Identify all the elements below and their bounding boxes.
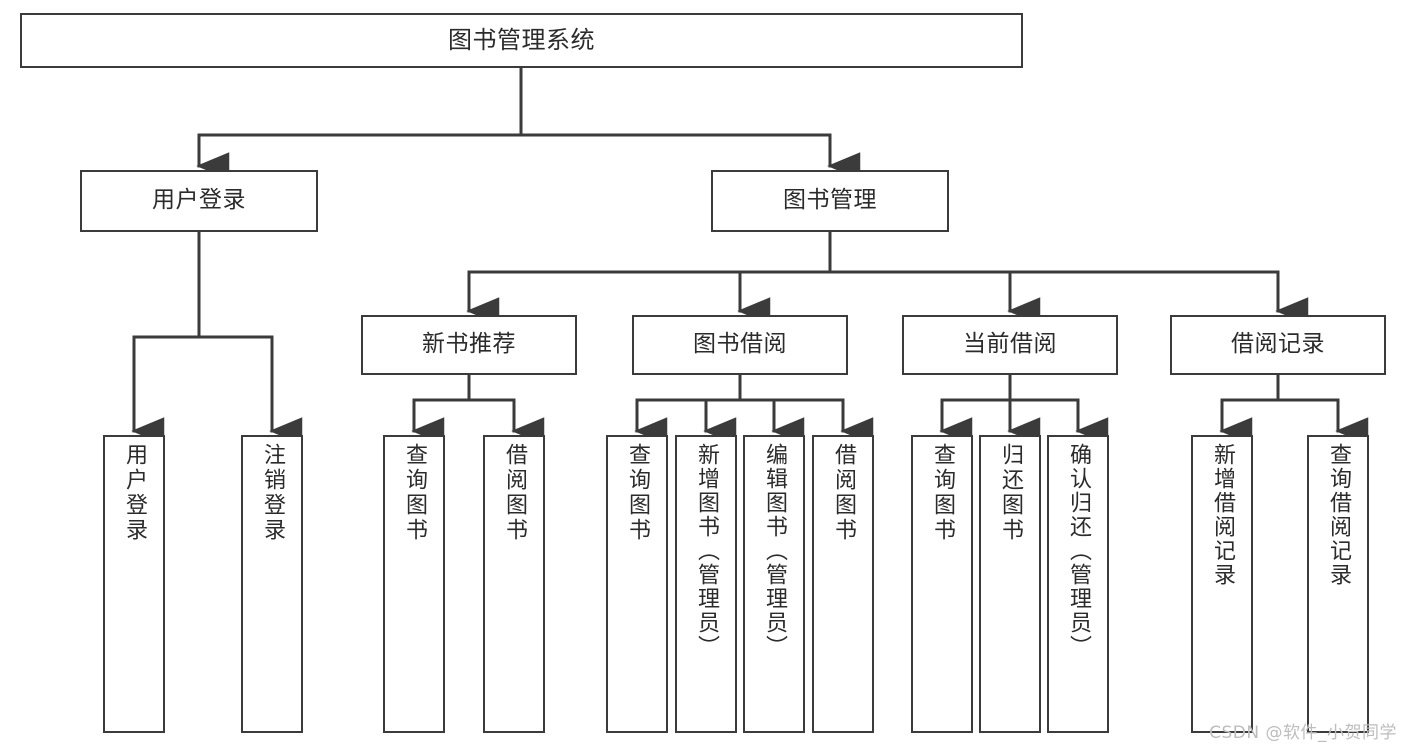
node-label: 借阅图书 [831, 443, 856, 543]
node-label: 查询图书 [930, 443, 955, 543]
leaf-record-query-borrow-record[interactable]: 查询借阅记录 [1307, 435, 1369, 733]
node-label: 查询图书 [402, 443, 427, 543]
node-label: 图书管理 [783, 187, 877, 214]
leaf-new-book-query[interactable]: 查询图书 [383, 435, 445, 733]
node-label: 新增借阅记录 [1210, 443, 1235, 587]
node-book-management[interactable]: 图书管理 [711, 170, 949, 232]
leaf-new-book-borrow[interactable]: 借阅图书 [483, 435, 545, 733]
node-label: 归还图书 [998, 443, 1023, 543]
node-label: 查询图书 [625, 443, 650, 543]
watermark: CSDN @软件_小贺同学 [1209, 723, 1397, 743]
node-new-book-recommend[interactable]: 新书推荐 [361, 315, 577, 375]
node-label: 用户登录 [122, 443, 147, 543]
node-label: 查询借阅记录 [1326, 443, 1351, 587]
node-current-borrow[interactable]: 当前借阅 [902, 315, 1118, 375]
leaf-borrow-add-book-admin[interactable]: 新增图书（管理员） [675, 435, 737, 733]
leaf-borrow-edit-book-admin[interactable]: 编辑图书（管理员） [743, 435, 805, 733]
node-label: 图书管理系统 [448, 26, 595, 55]
node-label: 注销登录 [260, 443, 285, 543]
leaf-user-login-login[interactable]: 用户登录 [103, 435, 165, 733]
node-label: 借阅记录 [1231, 331, 1325, 358]
node-label: 新书推荐 [422, 331, 516, 358]
node-root-book-management-system[interactable]: 图书管理系统 [20, 13, 1023, 68]
leaf-borrow-borrow-book[interactable]: 借阅图书 [812, 435, 874, 733]
node-user-login[interactable]: 用户登录 [80, 170, 318, 232]
leaf-current-return-book[interactable]: 归还图书 [979, 435, 1041, 733]
leaf-current-confirm-return-admin[interactable]: 确认归还（管理员） [1047, 435, 1109, 733]
leaf-borrow-query-book[interactable]: 查询图书 [606, 435, 668, 733]
node-borrow-record[interactable]: 借阅记录 [1170, 315, 1386, 375]
node-label: 图书借阅 [693, 331, 787, 358]
node-label: 借阅图书 [502, 443, 527, 543]
node-label: 用户登录 [152, 187, 246, 214]
node-label: 当前借阅 [963, 331, 1057, 358]
node-label: 确认归还（管理员） [1066, 443, 1091, 659]
node-label: 编辑图书（管理员） [762, 443, 787, 659]
leaf-record-add-borrow-record[interactable]: 新增借阅记录 [1191, 435, 1253, 733]
node-label: 新增图书（管理员） [694, 443, 719, 659]
leaf-current-query-book[interactable]: 查询图书 [911, 435, 973, 733]
leaf-user-login-logout[interactable]: 注销登录 [241, 435, 303, 733]
node-book-borrow[interactable]: 图书借阅 [632, 315, 848, 375]
